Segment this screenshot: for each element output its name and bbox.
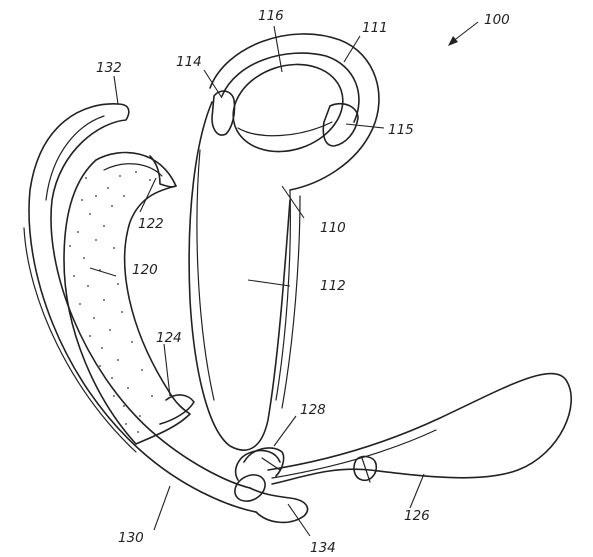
label-111: 111 xyxy=(362,20,388,36)
label-130: 130 xyxy=(118,530,144,546)
label-120: 120 xyxy=(132,262,158,278)
label-124: 124 xyxy=(156,330,182,346)
label-116: 116 xyxy=(258,8,284,24)
label-110: 110 xyxy=(320,220,346,236)
leader-lines xyxy=(89,25,425,537)
strap-band xyxy=(23,103,309,524)
label-114: 114 xyxy=(176,54,202,70)
clasp xyxy=(234,447,285,502)
label-122: 122 xyxy=(138,216,164,232)
foam-pad xyxy=(63,151,195,445)
lanyard-cord xyxy=(267,372,572,485)
label-115: 115 xyxy=(388,122,414,138)
label-126: 126 xyxy=(404,508,430,524)
label-132: 132 xyxy=(96,60,122,76)
label-134: 134 xyxy=(310,540,336,556)
figure-arrow xyxy=(448,21,479,46)
label-128: 128 xyxy=(300,402,326,418)
label-100: 100 xyxy=(484,12,510,28)
foam-texture xyxy=(69,171,153,433)
label-112: 112 xyxy=(320,278,346,294)
reference-numerals: 100 116 111 114 115 110 112 132 122 120 … xyxy=(96,8,510,556)
controller-body xyxy=(188,33,380,451)
